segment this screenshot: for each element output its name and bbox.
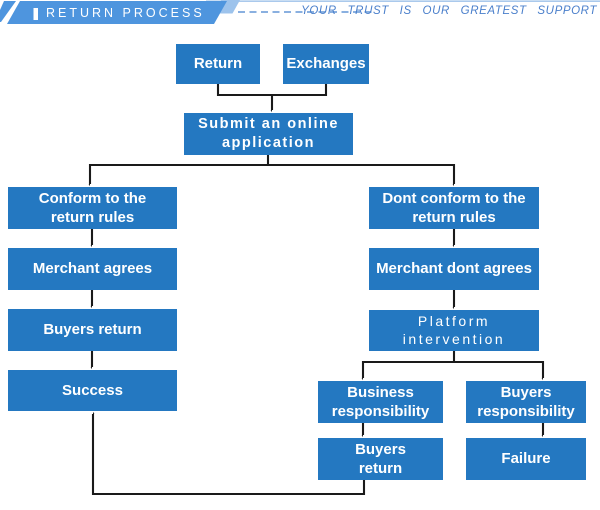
node-return: Return (176, 44, 260, 84)
edge-merge-bracket (216, 84, 328, 97)
header-banner-graphics (0, 0, 600, 24)
node-platform-intervention: Platform intervention (369, 310, 539, 351)
node-buyers-return: Buyers return (8, 309, 177, 351)
node-dont-conform-rules: Dont conform to the return rules (369, 187, 539, 229)
node-buyers-return-business: Buyers return (318, 438, 443, 480)
node-merchant-agrees: Merchant agrees (8, 248, 177, 290)
node-buyers-responsibility: Buyers responsibility (466, 381, 586, 423)
node-exchanges: Exchanges (283, 44, 369, 84)
node-success: Success (8, 370, 177, 411)
edge-feedback-to-success (91, 414, 366, 496)
page-title: RETURN PROCESS (46, 6, 205, 20)
node-failure: Failure (466, 438, 586, 480)
node-merchant-dont-agrees: Merchant dont agrees (369, 248, 539, 290)
title-bar-icon (33, 8, 38, 20)
node-business-responsibility: Business responsibility (318, 381, 443, 423)
node-conform-rules: Conform to the return rules (8, 187, 177, 229)
banner-left-triangle (0, 1, 16, 22)
banner-shape (7, 1, 227, 24)
header-slogan: YOUR TRUST IS OUR GREATEST SUPPORT (301, 5, 597, 17)
node-submit-application: Submit an online application (184, 113, 353, 155)
